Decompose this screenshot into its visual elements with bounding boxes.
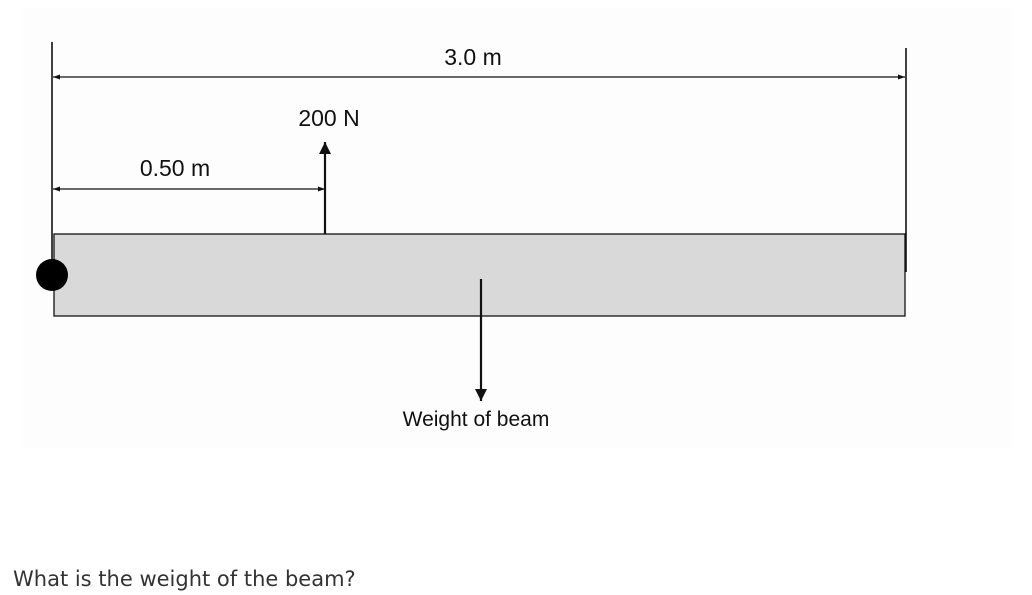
beam-diagram: 3.0 m 0.50 m 200 N Weight of beam [22,8,1012,448]
question-text: What is the weight of the beam? [13,567,356,591]
applied-force-label: 200 N [298,105,359,131]
beam [53,233,906,317]
figure-panel [22,8,1012,448]
pivot [36,259,68,291]
beam-weight-label: Weight of beam [403,408,550,431]
force-distance-label: 0.50 m [140,155,210,181]
beam-length-label: 3.0 m [444,44,502,70]
